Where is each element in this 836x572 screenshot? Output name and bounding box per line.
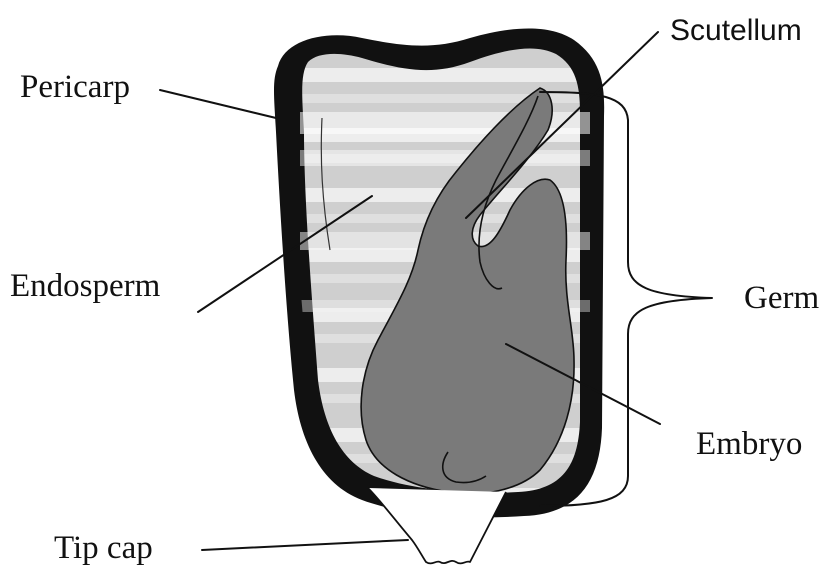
label-scutellum: Scutellum <box>670 14 802 47</box>
label-endosperm: Endosperm <box>10 268 161 304</box>
label-tip-cap: Tip cap <box>54 530 153 566</box>
label-pericarp: Pericarp <box>20 69 130 105</box>
label-germ: Germ <box>744 280 819 316</box>
tip-cap-leader <box>202 540 408 550</box>
label-embryo: Embryo <box>696 426 802 462</box>
pericarp-leader <box>160 90 276 118</box>
tip-cap-shape <box>368 488 506 563</box>
